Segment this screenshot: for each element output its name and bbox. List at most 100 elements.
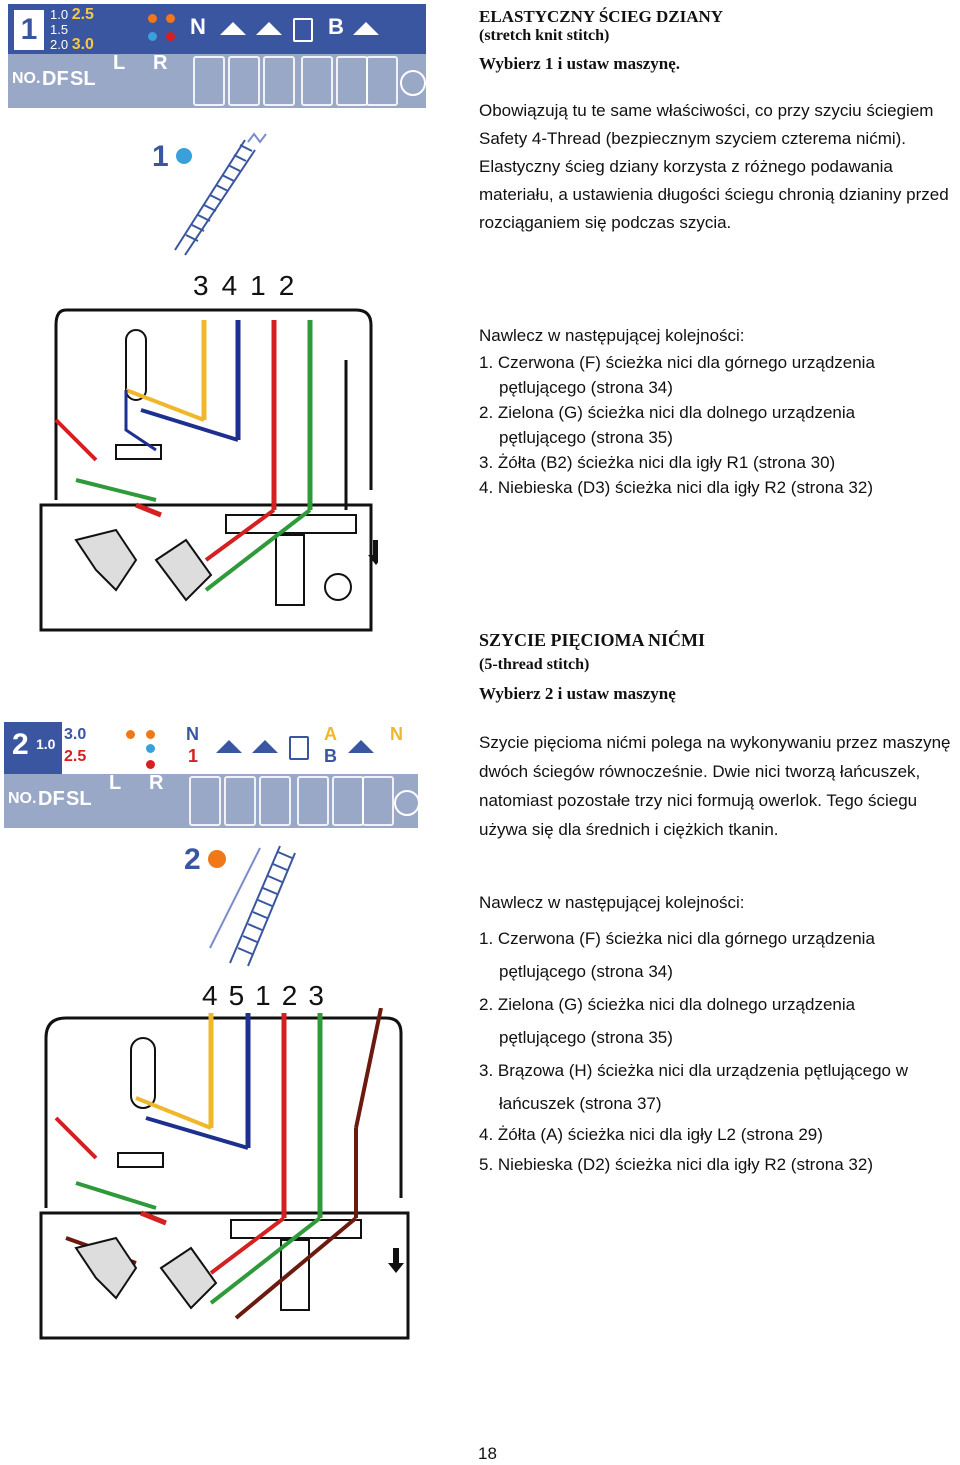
stitch-panel-1: 1 1.0 2.5 1.5 2.0 3.0 N B NO. DF SL L R: [8, 4, 426, 108]
step-line: pętlującego (strona 35): [499, 428, 673, 447]
step-line: 1. Czerwona (F) ścieżka nici dla górnego…: [479, 353, 875, 372]
step-line: pętlującego (strona 35): [499, 1028, 673, 1047]
foot-icon: [366, 56, 398, 106]
panel-n2-label: N: [390, 724, 403, 744]
stitch-dot-icon: [208, 850, 226, 868]
stitch-sample-2-icon: [209, 845, 296, 967]
panel-one-label: 1: [188, 746, 199, 766]
ratio-e: 3.0: [71, 36, 94, 53]
presser-foot-icon: [189, 776, 221, 826]
panel-b-label: B: [328, 14, 344, 39]
panel-no-label: NO.: [8, 790, 37, 807]
stitch-label-1: 1: [152, 140, 169, 173]
orange-dot-icon: [126, 730, 135, 739]
presser-foot-icon: [193, 56, 225, 106]
thread-number: 4: [221, 270, 251, 301]
step-line: pętlującego (strona 34): [499, 378, 673, 397]
triangle-icon: [216, 740, 242, 753]
hand-icon: [293, 18, 313, 42]
ratio-c: 1.5: [50, 22, 69, 37]
panel-sl-label: SL: [66, 788, 92, 810]
blue-dot-icon: [148, 32, 157, 41]
hand-icon: [289, 736, 309, 760]
thread-number: 2: [278, 270, 308, 301]
section1-subtitle: (stretch knit stitch): [479, 27, 610, 44]
thread-number: 3: [308, 980, 335, 1011]
panel-df-label: DF: [42, 68, 69, 90]
ratio-b: 3.0: [64, 726, 87, 743]
thread-number: 4: [202, 980, 229, 1011]
stitch-panel-2: 2 1.0 3.0 2.5 N 1 A B N NO. DF SL L R: [4, 722, 420, 828]
plate-icon: [301, 56, 333, 106]
ratio-c: 2.5: [64, 748, 87, 765]
foot-icon: [362, 776, 394, 826]
step-line: pętlującego (strona 34): [499, 962, 673, 981]
ratio-values: 1.0 2.5 1.5 2.0 3.0: [50, 7, 108, 53]
red-dot-icon: [146, 760, 155, 769]
section2-threading-heading: Nawlecz w następującej kolejności:: [479, 893, 745, 912]
section2-instruction: Wybierz 2 i ustaw maszynę: [479, 684, 676, 703]
step-line: 2. Zielona (G) ścieżka nici dla dolnego …: [479, 403, 856, 422]
panel-a-label: A: [324, 724, 337, 744]
machine-outline-icon: [39, 1007, 410, 1340]
looper-icon: [224, 776, 256, 826]
width-icon: [332, 776, 364, 826]
width-icon: [336, 56, 368, 106]
stitch-dot-icon: [176, 148, 192, 164]
panel-r-label: R: [149, 772, 164, 794]
panel-n-label: N: [186, 724, 199, 744]
panel-bottom-bar: [8, 54, 426, 108]
stitch-sample-1-icon: [174, 132, 267, 256]
ratio-b: 2.5: [71, 6, 94, 23]
section2-subtitle: (5-thread stitch): [479, 656, 590, 673]
section1-body: Obowiązują tu te same właściwości, co pr…: [479, 101, 949, 232]
section2-steps: 1. Czerwona (F) ścieżka nici dla górnego…: [479, 922, 959, 1180]
step-line: 1. Czerwona (F) ścieżka nici dla górnego…: [479, 929, 875, 948]
step-line: 5. Niebieska (D2) ścieżka nici dla igły …: [479, 1155, 873, 1174]
step-line: 2. Zielona (G) ścieżka nici dla dolnego …: [479, 995, 856, 1014]
ratio-a: 1.0: [36, 736, 56, 752]
thread-number: 3: [193, 270, 222, 301]
panel-l-label: L: [109, 772, 122, 794]
thread-number: 2: [281, 980, 309, 1011]
looper-icon: [263, 56, 295, 106]
thread-number: 1: [255, 980, 282, 1011]
panel-df-label: DF: [38, 788, 65, 810]
triangle-icon: [220, 22, 246, 35]
section2-body: Szycie pięcioma nićmi polega na wykonywa…: [479, 733, 951, 839]
triangle-icon: [252, 740, 278, 753]
panel-no-label: NO.: [12, 70, 41, 87]
blue-dot-icon: [146, 744, 155, 753]
panel-l-label: L: [113, 52, 126, 74]
section1-instruction: Wybierz 1 i ustaw maszynę.: [479, 54, 680, 73]
threading-diagram-2: [36, 1007, 410, 1340]
ratio-a: 1.0: [50, 7, 69, 22]
looper-icon: [259, 776, 291, 826]
step-line: łańcuszek (strona 37): [499, 1094, 662, 1113]
section1-title: ELASTYCZNY ŚCIEG DZIANY: [479, 7, 724, 26]
section1-steps: 1. Czerwona (F) ścieżka nici dla górnego…: [479, 350, 957, 500]
step-line: 4. Niebieska (D3) ścieżka nici dla igły …: [479, 478, 873, 497]
stitch-number: 2: [12, 728, 29, 761]
orange-dot-icon: [148, 14, 157, 23]
section2-title: SZYCIE PIĘCIOMA NIĆMI: [479, 630, 706, 650]
thread-order: 45123: [202, 980, 335, 1012]
looper-icon: [228, 56, 260, 106]
threading-diagram-1: [36, 300, 384, 632]
page-number: 18: [478, 1444, 497, 1463]
triangle-icon: [256, 22, 282, 35]
orange-dot-icon: [166, 14, 175, 23]
stitch-number: 1: [14, 10, 44, 50]
step-line: 4. Żółta (A) ścieżka nici dla igły L2 (s…: [479, 1125, 823, 1144]
thread-number: 1: [250, 270, 279, 301]
panel-r-label: R: [153, 52, 168, 74]
panel-b-label: B: [324, 746, 337, 766]
thread-number: 5: [228, 980, 256, 1011]
red-dot-icon: [166, 32, 175, 41]
triangle-icon: [348, 740, 374, 753]
plate-icon: [297, 776, 329, 826]
thread-order: 3412: [193, 270, 307, 302]
stitch-label-2: 2: [184, 843, 201, 876]
panel-sl-label: SL: [70, 68, 96, 90]
panel-n-label: N: [190, 14, 206, 39]
